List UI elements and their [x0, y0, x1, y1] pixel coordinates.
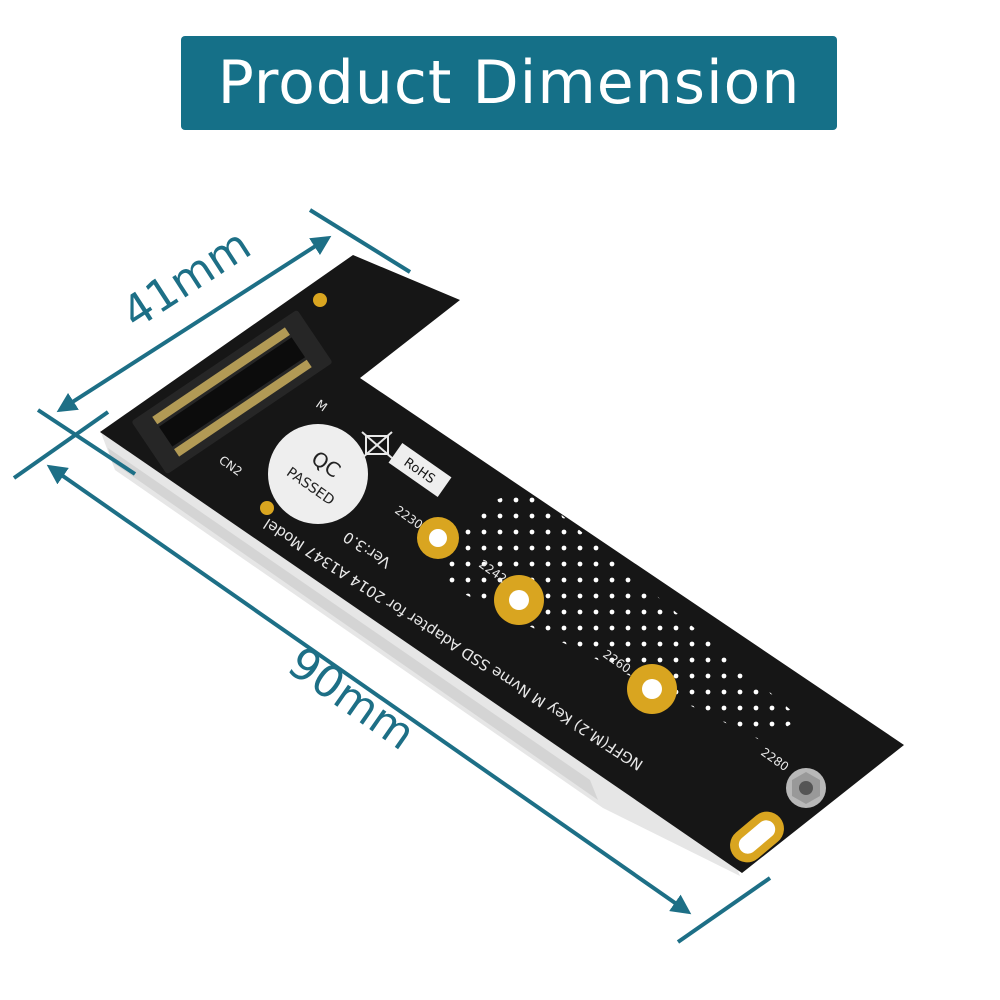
weee-icon — [361, 431, 393, 459]
mount-hole-2242-center — [509, 590, 529, 610]
extension-line — [676, 876, 772, 944]
slot-hole — [730, 811, 784, 863]
title-banner: Product Dimension — [181, 36, 837, 130]
qc-sticker — [268, 424, 368, 524]
extension-line — [12, 410, 110, 480]
gold-pad — [313, 293, 327, 307]
width-dimension-label: 41mm — [113, 219, 260, 339]
mount-hole-2230-center — [429, 529, 447, 547]
standoff-thread — [799, 781, 813, 795]
gold-pad — [260, 501, 274, 515]
dimension-line-41mm — [56, 235, 332, 413]
mount-hole-2260-center — [642, 679, 662, 699]
dimension-line-90mm — [46, 464, 692, 915]
extension-line — [308, 208, 412, 274]
page-title: Product Dimension — [217, 48, 801, 118]
extension-line — [36, 408, 137, 476]
